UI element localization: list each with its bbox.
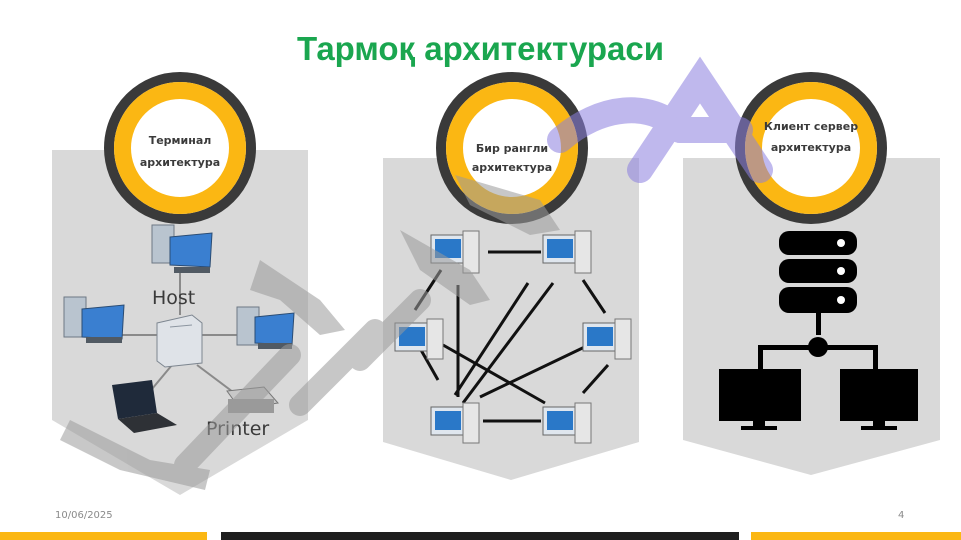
ring-label-line2: архитектура xyxy=(139,156,221,169)
client-server-ring: Клиент сервер архитектура xyxy=(735,72,887,224)
terminal-network-icon xyxy=(63,224,295,433)
pc-icon xyxy=(542,402,592,444)
pc-icon xyxy=(430,402,480,444)
peer-network-icon xyxy=(394,230,632,444)
pc-icon xyxy=(542,230,592,274)
pc-icon xyxy=(236,306,295,349)
ring-label-line1: Бир рангли xyxy=(475,142,549,155)
footer-bar-right xyxy=(751,532,961,540)
slide-title: Тармоқ архитектураси xyxy=(296,30,665,67)
terminal-ring: Терминал архитектура xyxy=(104,72,256,224)
pc-icon xyxy=(63,296,125,343)
peer-ring: Бир рангли архитектура xyxy=(436,72,588,224)
ring-label-line1: Клиент сервер xyxy=(763,120,859,133)
pc-icon xyxy=(430,230,480,274)
footer-bar-left xyxy=(0,532,207,540)
slide-page-number: 4 xyxy=(898,510,905,521)
ring-label-line2: архитектура xyxy=(471,161,553,174)
printer-icon xyxy=(226,386,279,413)
client-server-icon xyxy=(719,231,918,430)
ring-label-line2: архитектура xyxy=(770,141,852,154)
pc-icon xyxy=(151,224,213,273)
host-label: Host xyxy=(152,287,196,309)
pc-icon xyxy=(582,318,632,360)
printer-label: Printer xyxy=(206,418,270,440)
pc-icon xyxy=(394,318,444,360)
footer-bar-center xyxy=(221,532,739,540)
laptop-icon xyxy=(112,380,177,433)
server-tower-icon xyxy=(156,314,203,368)
slide-date: 10/06/2025 xyxy=(55,510,113,521)
ring-label-line1: Терминал xyxy=(148,134,212,147)
